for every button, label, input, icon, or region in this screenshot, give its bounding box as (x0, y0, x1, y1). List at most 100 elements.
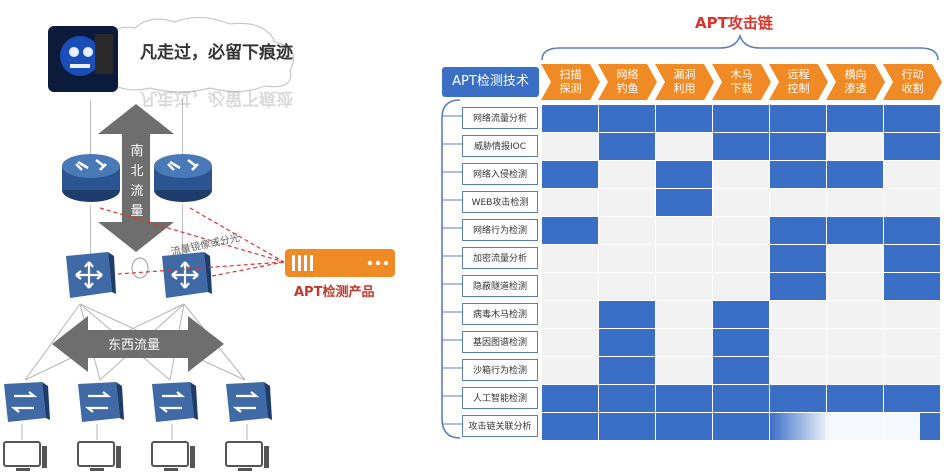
technique-label: 沙箱行为检测 (462, 359, 538, 381)
stage-label-line1: 扫描 (559, 68, 582, 81)
apt-appliance-icon (285, 249, 395, 277)
coverage-cell (713, 357, 769, 384)
coverage-cell (884, 301, 940, 328)
computer-icon (3, 441, 47, 471)
stage-label-line1: 横向 (844, 68, 867, 81)
coverage-cell (599, 245, 655, 272)
computer-icon (151, 441, 195, 471)
coverage-cell (884, 385, 940, 412)
coverage-cell (542, 245, 598, 272)
access-switch-icon (4, 382, 50, 422)
coverage-cell (599, 301, 655, 328)
coverage-cell (656, 105, 712, 132)
coverage-cell (827, 189, 883, 216)
coverage-cell (542, 273, 598, 300)
coverage-cell (884, 357, 940, 384)
coverage-cell (884, 217, 940, 244)
coverage-cell (599, 357, 655, 384)
coverage-cell (656, 301, 712, 328)
coverage-cell (713, 273, 769, 300)
stage-label-line1: 远程 (787, 68, 810, 81)
coverage-cell (542, 329, 598, 356)
connector-line (90, 205, 91, 255)
coverage-cell (884, 329, 940, 356)
coverage-cell (770, 385, 826, 412)
coverage-cell (713, 189, 769, 216)
coverage-cell (770, 245, 826, 272)
coverage-cell (827, 301, 883, 328)
coverage-cell (713, 329, 769, 356)
watermark-fade (770, 412, 920, 446)
east-west-label: 东西流量 (108, 338, 161, 353)
coverage-cell (656, 273, 712, 300)
core-switch-icon (66, 252, 116, 298)
coverage-cell (713, 413, 769, 440)
coverage-cell (884, 161, 940, 188)
connector-line (90, 100, 91, 160)
connector-line (182, 205, 183, 255)
coverage-cell (599, 105, 655, 132)
hacker-cloud-icon (48, 16, 295, 93)
coverage-cell (827, 217, 883, 244)
technique-label: 隐蔽隧道检测 (462, 275, 538, 297)
coverage-cell (770, 133, 826, 160)
coverage-cell (713, 105, 769, 132)
coverage-cell (884, 189, 940, 216)
stage-label-line1: 网络 (616, 68, 639, 81)
coverage-cell (770, 301, 826, 328)
coverage-cell (599, 385, 655, 412)
coverage-cell (599, 133, 655, 160)
coverage-cell (827, 133, 883, 160)
coverage-cell (713, 161, 769, 188)
coverage-cell (656, 161, 712, 188)
coverage-cell (656, 189, 712, 216)
coverage-cell (656, 245, 712, 272)
technique-label: 病毒木马检测 (462, 303, 538, 325)
north-south-label: 南北流量 (130, 144, 144, 219)
coverage-cell (599, 161, 655, 188)
apt-product-label: APT检测产品 (294, 285, 375, 300)
apt-chain-title: APT攻击链 (695, 14, 773, 32)
coverage-cell (713, 301, 769, 328)
coverage-cell (713, 385, 769, 412)
coverage-cell (542, 161, 598, 188)
coverage-cell (827, 273, 883, 300)
coverage-cell (599, 217, 655, 244)
router-icon (62, 154, 120, 202)
coverage-cell (542, 357, 598, 384)
north-south-arrow (98, 104, 174, 252)
stage-label-line1: 木马 (730, 68, 753, 81)
coverage-cell (542, 105, 598, 132)
coverage-cell (542, 385, 598, 412)
technique-label: 攻击链关联分析 (462, 415, 538, 437)
coverage-cell (770, 273, 826, 300)
stage-label-line1: 漏洞 (673, 68, 696, 81)
coverage-cell (827, 357, 883, 384)
stage-label-line2: 利用 (673, 82, 696, 95)
coverage-cell (542, 413, 598, 440)
coverage-cell (884, 245, 940, 272)
core-switch-icon (162, 252, 212, 298)
technique-label: 加密流量分析 (462, 247, 538, 269)
left-brace (441, 99, 462, 439)
stage-chevron: 木马下载 (712, 64, 771, 100)
coverage-cell (770, 357, 826, 384)
coverage-cell (884, 133, 940, 160)
technique-label: 基因图谱检测 (462, 331, 538, 353)
router-icon (154, 154, 212, 202)
connector-line (182, 100, 183, 160)
coverage-cell (542, 133, 598, 160)
slogan-text: 凡走过，必留下痕迹 (140, 43, 293, 63)
technique-label: 威胁情报IOC (462, 135, 538, 157)
coverage-cell (770, 105, 826, 132)
stage-label-line2: 渗透 (844, 82, 867, 95)
access-switch-icon (226, 382, 272, 422)
coverage-cell (884, 105, 940, 132)
coverage-cell (713, 217, 769, 244)
coverage-cell (770, 329, 826, 356)
coverage-cell (656, 133, 712, 160)
stage-label-line2: 控制 (787, 82, 810, 95)
coverage-cell (656, 357, 712, 384)
coverage-cell (884, 273, 940, 300)
coverage-cell (827, 161, 883, 188)
